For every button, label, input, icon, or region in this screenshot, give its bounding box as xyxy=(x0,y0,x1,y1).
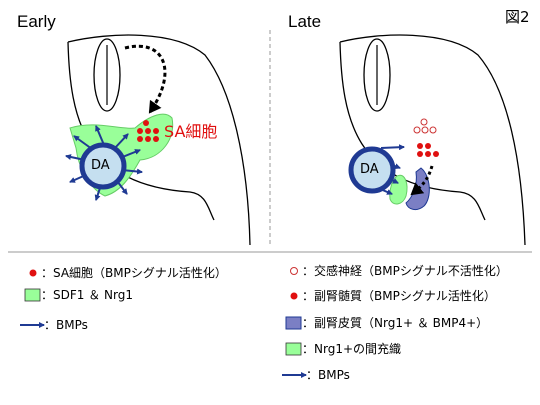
late-embryo-outline xyxy=(339,34,526,246)
legend-cortex-symbol xyxy=(285,316,302,330)
late-neural-tube xyxy=(363,38,391,112)
early-sa-cells xyxy=(137,120,159,142)
early-sa-cell-label: SA細胞 xyxy=(164,122,218,141)
legend-left-symbols xyxy=(20,269,45,328)
legend-mesenchyme-text: ：Nrg1+の間充織 xyxy=(302,342,402,356)
legend-sympathetic-symbol xyxy=(290,267,298,275)
legend-cortex-text: ：副腎皮質（Nrg1+ ＆ BMP4+） xyxy=(302,316,489,330)
late-panel-title: Late xyxy=(288,12,322,31)
early-panel-title: Early xyxy=(17,12,56,31)
early-migration-arrow xyxy=(124,44,167,114)
legend-sdf1-symbol xyxy=(24,288,41,302)
early-panel xyxy=(65,34,251,246)
early-da-label: DA xyxy=(91,158,110,173)
late-da-label: DA xyxy=(360,162,379,177)
late-panel xyxy=(339,34,526,246)
legend-sa-cell-text: ：SA細胞（BMPシグナル活性化） xyxy=(41,266,227,280)
late-dorsal-aorta xyxy=(348,146,396,194)
late-adrenal-cortex xyxy=(405,167,430,211)
legend-medulla-text: ：副腎髄質（BMPシグナル活性化） xyxy=(302,289,496,303)
late-migration-arrow xyxy=(410,165,434,196)
legend-mesenchyme-symbol xyxy=(285,342,302,356)
figure-number: 図2 xyxy=(505,8,530,26)
legend-sa-cell-symbol xyxy=(29,269,37,277)
legend-sdf1-text: ：SDF1 ＆ Nrg1 xyxy=(41,288,133,302)
legend-bmp-left-text: ：BMPs xyxy=(44,318,88,332)
legend-sympathetic-text: ：交感神経（BMPシグナル不活性化） xyxy=(302,264,508,278)
early-neural-tube xyxy=(93,38,121,112)
early-dorsal-aorta xyxy=(79,142,127,190)
legend-right-symbols xyxy=(282,267,307,378)
late-sympathetic-neurons xyxy=(413,118,437,134)
legend-medulla-symbol xyxy=(290,292,298,300)
early-embryo-outline xyxy=(67,34,251,246)
legend-bmp-right-text: ：BMPs xyxy=(306,368,350,382)
late-adrenal-medulla xyxy=(417,143,439,157)
